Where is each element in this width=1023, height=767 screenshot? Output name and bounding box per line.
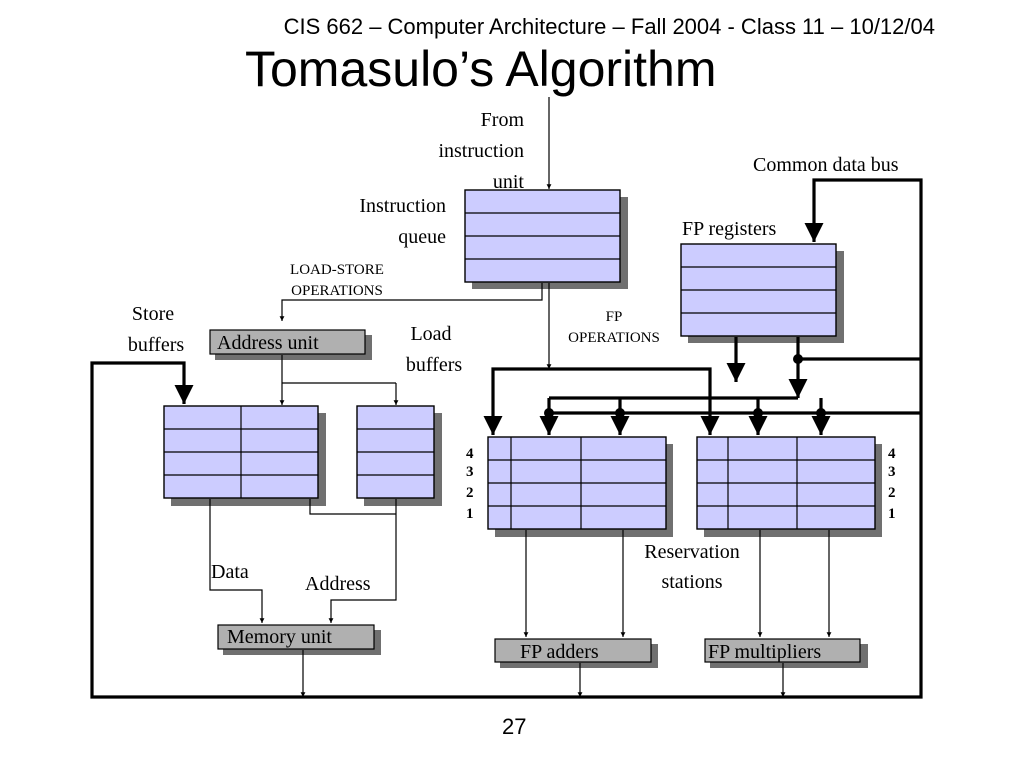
data-label: Data [211, 561, 249, 583]
svg-text:3: 3 [888, 464, 896, 480]
store-buffers-block [163, 405, 326, 506]
common-data-bus-label: Common data bus [753, 154, 899, 176]
thin-connections [209, 97, 832, 697]
address-label: Address [305, 573, 371, 595]
svg-text:4: 4 [888, 446, 896, 462]
svg-text:OPERATIONS: OPERATIONS [568, 330, 660, 346]
fp-multipliers-label: FP multipliers [708, 641, 821, 663]
svg-text:2: 2 [466, 485, 474, 501]
svg-text:1: 1 [888, 506, 896, 522]
thick-buses [90, 178, 923, 699]
course-header: CIS 662 – Computer Architecture – Fall 2… [283, 14, 935, 39]
common-data-bus-line [90, 361, 303, 699]
slide-title: Tomasulo’s Algorithm [245, 41, 717, 97]
from-instruction-unit-label: From instruction unit [438, 109, 524, 193]
svg-text:4: 4 [466, 446, 474, 462]
station-numbers-left: 4 3 2 1 [466, 446, 474, 522]
svg-text:Store: Store [132, 303, 174, 325]
fp-registers-block [680, 243, 844, 343]
reservation-stations-multipliers [696, 436, 882, 537]
svg-text:FP: FP [606, 309, 623, 325]
svg-text:instruction: instruction [438, 140, 524, 162]
svg-text:OPERATIONS: OPERATIONS [291, 283, 383, 299]
fp-adders-box: FP adders [494, 638, 658, 668]
station-numbers-right: 4 3 2 1 [888, 446, 896, 522]
svg-text:buffers: buffers [406, 354, 462, 376]
instruction-queue [464, 189, 628, 289]
svg-text:3: 3 [466, 464, 474, 480]
svg-text:buffers: buffers [128, 334, 184, 356]
fp-registers-label: FP registers [682, 218, 776, 240]
reservation-stations-label: Reservation stations [644, 541, 740, 593]
svg-text:1: 1 [466, 506, 474, 522]
load-store-operations-label: LOAD-STORE OPERATIONS [290, 262, 384, 299]
load-buffers-label: Load buffers [406, 323, 462, 376]
svg-text:Instruction: Instruction [359, 195, 446, 217]
fp-adders-label: FP adders [520, 641, 599, 663]
svg-text:unit: unit [493, 171, 525, 193]
instruction-queue-label: Instruction queue [359, 195, 446, 248]
reservation-stations-adders [487, 436, 673, 537]
svg-text:Load: Load [410, 323, 451, 345]
svg-text:From: From [481, 109, 525, 131]
address-unit-label: Address unit [217, 332, 319, 354]
svg-text:Reservation: Reservation [644, 541, 740, 563]
load-buffers-block [356, 405, 442, 506]
svg-text:2: 2 [888, 485, 896, 501]
store-buffers-label: Store buffers [128, 303, 184, 356]
svg-text:stations: stations [661, 571, 722, 593]
memory-unit-label: Memory unit [227, 626, 332, 648]
page-number: 27 [502, 714, 527, 739]
memory-unit-box: Memory unit [217, 624, 381, 655]
svg-text:queue: queue [398, 226, 446, 248]
address-unit-box: Address unit [209, 329, 372, 360]
fp-multipliers-box: FP multipliers [704, 638, 868, 668]
svg-text:LOAD-STORE: LOAD-STORE [290, 262, 384, 278]
fp-operations-label: FP OPERATIONS [568, 309, 660, 346]
